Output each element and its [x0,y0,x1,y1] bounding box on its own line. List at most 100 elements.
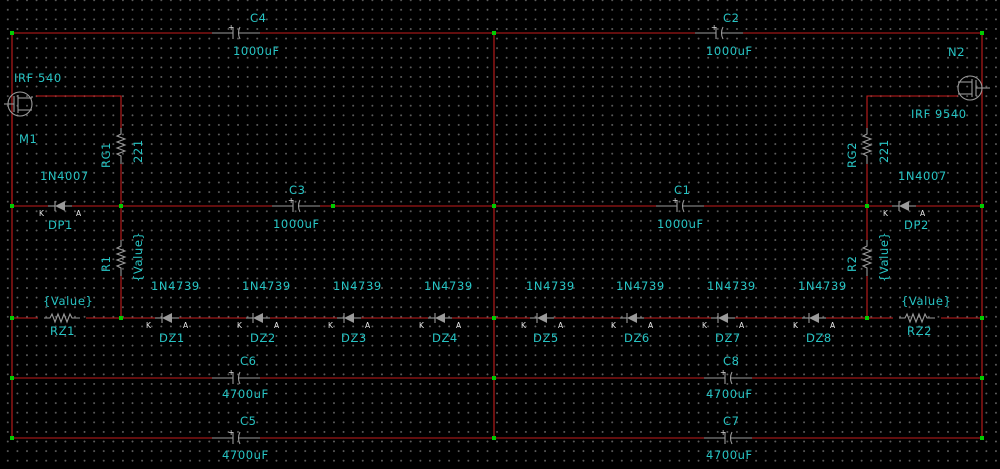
dz7-ref-label: DZ7 [715,331,741,345]
cathode-pin-label: K [702,321,708,330]
capacitor-c1[interactable]: + C1 1000uF [655,183,705,231]
c7-value-label: 4700uF [706,448,753,462]
resistor-rz1[interactable]: {Value} RZ1 [43,294,93,338]
c7-ref-label: C7 [723,414,740,428]
anode-pin-label: A [648,321,654,330]
anode-pin-label: A [558,321,564,330]
diode-dz6[interactable]: 1N4739 K A DZ6 [611,279,665,345]
r2-ref-label: R2 [845,255,859,272]
zener-diode-icon [619,312,645,324]
junctions [10,31,984,440]
diode-dp2[interactable]: 1N4007 K A DP2 [883,169,947,232]
rg2-value-label: 221 [877,139,891,163]
anode-pin-label: A [365,321,371,330]
diode-dz7[interactable]: 1N4739 K A DZ7 [702,279,756,345]
cathode-pin-label: K [521,321,527,330]
anode-pin-label: A [183,321,189,330]
capacitor-c5[interactable]: + C5 4700uF [211,414,269,462]
cap-plus-sign: + [720,368,726,377]
c5-ref-label: C5 [240,414,257,428]
dz2-type-label: 1N4739 [242,279,291,293]
dz8-ref-label: DZ8 [806,331,832,345]
n2-type-label: IRF 9540 [911,107,967,121]
rg1-value-label: 221 [131,139,145,163]
capacitor-c2[interactable]: + C2 1000uF [694,11,753,58]
diode-dz5[interactable]: 1N4739 K A DZ5 [521,279,575,345]
diode-dz4[interactable]: 1N4739 K A DZ4 [419,279,473,345]
dz3-type-label: 1N4739 [333,279,382,293]
c2-value-label: 1000uF [706,44,753,58]
m1-ref-label: M1 [19,132,37,146]
wires [11,32,983,439]
dz1-type-label: 1N4739 [151,279,200,293]
c4-value-label: 1000uF [233,44,280,58]
zener-diode-icon [154,312,180,324]
transistor-n2[interactable]: N2 IRF 9540 [911,45,990,121]
resistor-icon [862,127,872,165]
c6-ref-label: C6 [240,354,257,368]
capacitor-icon [655,199,705,213]
transistor-m1[interactable]: IRF 540 M1 [4,71,62,146]
zener-diode-icon [336,312,362,324]
diode-dz1[interactable]: 1N4739 K A DZ1 [146,279,200,345]
dp2-ref-label: DP2 [904,218,929,232]
cathode-pin-label: K [611,321,617,330]
anode-pin-label: A [456,321,462,330]
c8-ref-label: C8 [723,354,740,368]
dz4-ref-label: DZ4 [432,331,458,345]
dz6-ref-label: DZ6 [624,331,650,345]
dp1-type-label: 1N4007 [40,169,89,183]
diode-dz2[interactable]: 1N4739 K A DZ2 [237,279,291,345]
diode-dp1[interactable]: 1N4007 K A DP1 [39,169,89,232]
dp2-type-label: 1N4007 [898,169,947,183]
dz6-type-label: 1N4739 [616,279,665,293]
capacitor-c8[interactable]: + C8 4700uF [703,354,753,401]
resistor-rz2[interactable]: {Value} RZ2 [898,294,951,338]
capacitor-c3[interactable]: + C3 1000uF [271,183,321,231]
zener-diode-icon [801,312,827,324]
capacitor-c6[interactable]: + C6 4700uF [211,354,269,401]
capacitor-c4[interactable]: + C4 1000uF [211,11,280,58]
c3-value-label: 1000uF [273,217,320,231]
resistor-icon [116,239,126,277]
dz4-type-label: 1N4739 [424,279,473,293]
c1-value-label: 1000uF [657,217,704,231]
c3-ref-label: C3 [289,183,306,197]
diode-icon [891,200,917,212]
rz2-ref-label: RZ2 [907,324,932,338]
diode-dz3[interactable]: 1N4739 K A DZ3 [328,279,382,345]
cathode-pin-label: K [883,209,889,218]
cap-plus-sign: + [720,428,726,437]
cathode-pin-label: K [237,321,243,330]
dz5-ref-label: DZ5 [533,331,559,345]
c1-ref-label: C1 [674,183,691,197]
cathode-pin-label: K [39,209,45,218]
cap-plus-sign: + [228,368,234,377]
c8-value-label: 4700uF [706,387,753,401]
resistor-icon [43,313,81,323]
capacitor-icon [211,431,261,445]
diode-icon [47,200,73,212]
diode-dz8[interactable]: 1N4739 K A DZ8 [793,279,847,345]
anode-pin-label: A [920,209,926,218]
capacitor-icon [703,371,753,385]
rz1-value-label: {Value} [43,294,93,308]
cathode-pin-label: K [328,321,334,330]
anode-pin-label: A [739,321,745,330]
capacitor-c7[interactable]: + C7 4700uF [703,414,753,462]
dp1-ref-label: DP1 [48,218,73,232]
r1-value-label: {Value} [131,232,145,282]
r1-ref-label: R1 [99,255,113,272]
resistor-icon [862,239,872,277]
capacitor-icon [211,371,261,385]
c4-ref-label: C4 [250,11,267,25]
resistor-r2[interactable]: R2 {Value} [845,232,891,282]
resistor-rg1[interactable]: RG1 221 [99,127,145,168]
capacitor-icon [271,199,321,213]
cathode-pin-label: K [793,321,799,330]
resistor-rg2[interactable]: RG2 221 [845,127,891,168]
dz5-type-label: 1N4739 [526,279,575,293]
resistor-r1[interactable]: R1 {Value} [99,232,145,282]
mosfet-p-icon [957,75,990,101]
